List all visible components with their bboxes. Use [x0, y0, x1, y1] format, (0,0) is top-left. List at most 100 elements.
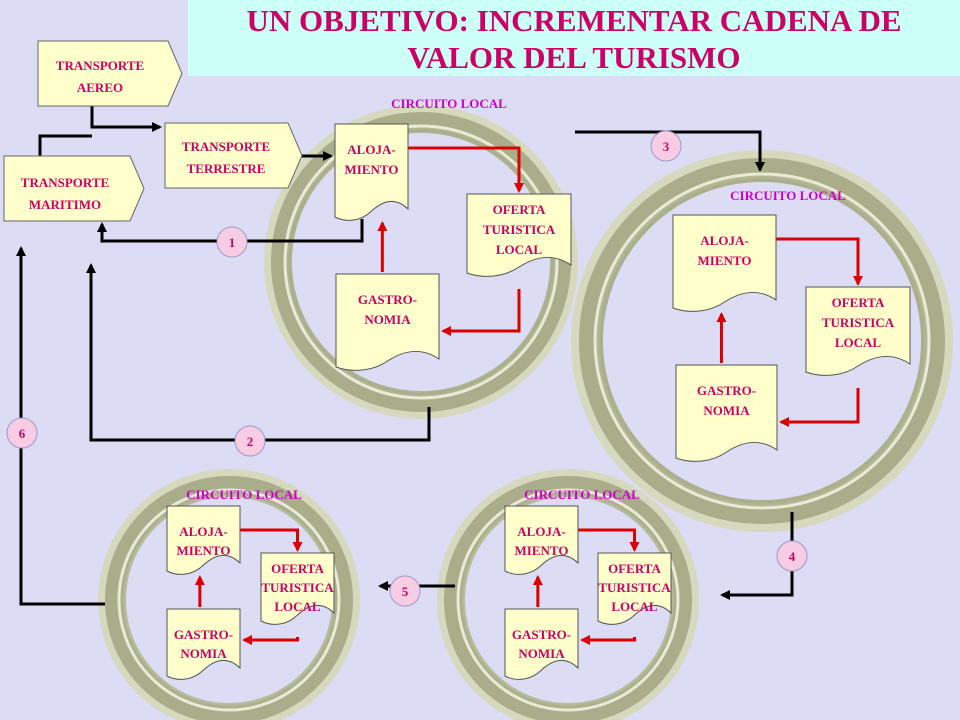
connector-step-4 — [720, 512, 794, 600]
step-number-4: 4 — [789, 549, 796, 564]
step-badge-1 — [216, 226, 248, 258]
circuit-bottom-left-gastronomia-label-line: NOMIA — [180, 646, 227, 661]
transport-maritimo-label: TRANSPORTE MARITIMO — [21, 175, 109, 212]
circuit-bottom-left-alojamiento-label: ALOJA- MIENTO — [177, 524, 231, 558]
circuit-right-oferta-label-line: OFERTA — [832, 295, 885, 310]
circuit-top-oferta-label-line: LOCAL — [496, 242, 543, 257]
step-number-1: 1 — [229, 235, 236, 250]
circuit-right-gastronomia-label-line: GASTRO- — [697, 383, 756, 398]
circuit-bottom-right-alojamiento-label: ALOJA- MIENTO — [515, 524, 569, 558]
circuit-bottom-right-ring — [444, 476, 692, 720]
circuit-bottom-right-oferta-shape — [597, 552, 672, 625]
transport-terrestre-label: TRANSPORTE TERRESTRE — [182, 139, 270, 176]
title-line-2: VALOR DEL TURISMO — [407, 40, 741, 75]
circuit-top-oferta-label: OFERTA TURISTICA LOCAL — [483, 202, 556, 257]
connector-aereo-terrestre — [90, 106, 162, 132]
title-box — [188, 0, 960, 76]
circuit-right-gastronomia-label-line: NOMIA — [703, 403, 750, 418]
circuit-bottom-left-flow-oferta-gastro — [242, 635, 299, 645]
circuit-top-oferta-shape — [466, 193, 572, 277]
circuit-bottom-right-alojamiento-shape — [504, 505, 579, 575]
circuit-bottom-right-alojamiento-label-line: MIENTO — [515, 543, 569, 558]
circuit-right-oferta-label-line: TURISTICA — [822, 315, 895, 330]
circuit-right-ring-highlight — [593, 172, 931, 510]
connector-maritimo-aereo — [38, 134, 92, 156]
circuit-bottom-right-oferta-label-line: LOCAL — [611, 599, 658, 614]
circuit-bottom-right-gastronomia-label-line: GASTRO- — [512, 627, 571, 642]
step-badge-2 — [234, 425, 266, 457]
circuit-bottom-left-oferta-label-line: LOCAL — [274, 599, 321, 614]
step-badge-3 — [650, 130, 682, 162]
step-number-6: 6 — [19, 426, 26, 441]
circuit-bottom-right-alojamiento-label-line: ALOJA- — [517, 524, 565, 539]
page-title: UN OBJETIVO: INCREMENTAR CADENA DE VALOR… — [188, 2, 960, 76]
circuit-right-gastronomia-shape — [675, 364, 778, 462]
step-badge-6 — [6, 417, 38, 449]
transport-aereo-label: TRANSPORTE AEREO — [56, 58, 144, 95]
circuit-right-alojamiento-shape — [672, 214, 777, 312]
circuit-bottom-left-ring-highlight — [117, 488, 341, 712]
step-badge-4 — [776, 540, 808, 572]
connector-step-6 — [16, 246, 105, 606]
circuit-bottom-right-gastronomia-label-line: NOMIA — [518, 646, 565, 661]
circuit-top-gastronomia-label-line: GASTRO- — [358, 292, 417, 307]
circuit-bottom-left-oferta-label-line: TURISTICA — [261, 580, 334, 595]
circuit-top-label: CIRCUITO LOCAL — [391, 96, 507, 111]
transport-aereo-shape — [37, 40, 183, 107]
circuit-bottom-left-flow-aloja-oferta — [240, 528, 303, 552]
circuit-top-gastronomia-label-line: NOMIA — [364, 312, 411, 327]
circuit-bottom-left-alojamiento-shape — [166, 505, 241, 575]
title-line-1: UN OBJETIVO: INCREMENTAR CADENA DE — [246, 3, 902, 38]
transport-aereo-label-line: AEREO — [77, 80, 123, 95]
circuit-top-oferta-label-line: OFERTA — [493, 202, 546, 217]
circuit-bottom-right-flow-oferta-gastro — [580, 635, 636, 645]
circuit-top-alojamiento-label-line: ALOJA- — [347, 142, 395, 157]
circuit-top-ring-highlight — [283, 124, 559, 400]
transport-maritimo-shape — [3, 155, 145, 222]
circuit-bottom-right-label: CIRCUITO LOCAL — [524, 487, 640, 502]
circuit-bottom-right-ring-highlight — [456, 488, 680, 712]
circuit-top-alojamiento-label: ALOJA- MIENTO — [345, 142, 399, 177]
circuit-right-alojamiento-label: ALOJA- MIENTO — [698, 233, 752, 268]
circuit-top-alojamiento-shape — [334, 123, 409, 221]
transport-maritimo-label-line: MARITIMO — [29, 197, 101, 212]
circuit-right-gastronomia-label: GASTRO- NOMIA — [697, 383, 756, 418]
transport-terrestre-label-line: TRANSPORTE — [182, 139, 270, 154]
circuit-bottom-right-oferta-label-line: OFERTA — [608, 561, 661, 576]
circuit-top-gastronomia-label: GASTRO- NOMIA — [358, 292, 417, 327]
circuit-top-alojamiento-label-line: MIENTO — [345, 162, 399, 177]
circuit-top-flow-oferta-gastro — [441, 289, 521, 336]
circuit-bottom-left-ring — [105, 476, 353, 720]
circuit-top-ring — [271, 112, 571, 412]
circuit-bottom-left-label: CIRCUITO LOCAL — [186, 487, 302, 502]
circuit-right-oferta-shape — [805, 286, 911, 376]
circuit-right-alojamiento-label-line: MIENTO — [698, 253, 752, 268]
circuit-bottom-right-gastronomia-shape — [504, 608, 579, 680]
circuit-top-gastronomia-shape — [335, 273, 440, 371]
circuit-top-flow-aloja-oferta — [408, 146, 524, 193]
circuit-right-flow-oferta-gastro — [779, 388, 860, 427]
transport-terrestre-shape — [164, 122, 303, 189]
circuit-bottom-left-gastronomia-label-line: GASTRO- — [174, 627, 233, 642]
circuit-bottom-left-alojamiento-label-line: MIENTO — [177, 543, 231, 558]
circuit-right-alojamiento-label-line: ALOJA- — [700, 233, 748, 248]
circuit-top-oferta-label-line: TURISTICA — [483, 222, 556, 237]
transport-aereo-label-line: TRANSPORTE — [56, 58, 144, 73]
circuit-bottom-left-gastronomia-label: GASTRO- NOMIA — [174, 627, 233, 661]
transport-maritimo-label-line: TRANSPORTE — [21, 175, 109, 190]
circuit-right-label: CIRCUITO LOCAL — [730, 188, 846, 203]
transport-terrestre-label-line: TERRESTRE — [187, 161, 266, 176]
step-number-2: 2 — [247, 434, 254, 449]
circuit-bottom-right-oferta-label: OFERTA TURISTICA LOCAL — [598, 561, 671, 614]
circuit-bottom-left-alojamiento-label-line: ALOJA- — [179, 524, 227, 539]
step-number-3: 3 — [663, 139, 670, 154]
circuit-bottom-right-oferta-label-line: TURISTICA — [598, 580, 671, 595]
circuit-bottom-left-gastronomia-shape — [166, 608, 241, 680]
circuit-bottom-right-flow-aloja-oferta — [578, 528, 640, 552]
step-badge-5 — [389, 575, 421, 607]
circuit-right-flow-aloja-oferta — [776, 237, 863, 286]
